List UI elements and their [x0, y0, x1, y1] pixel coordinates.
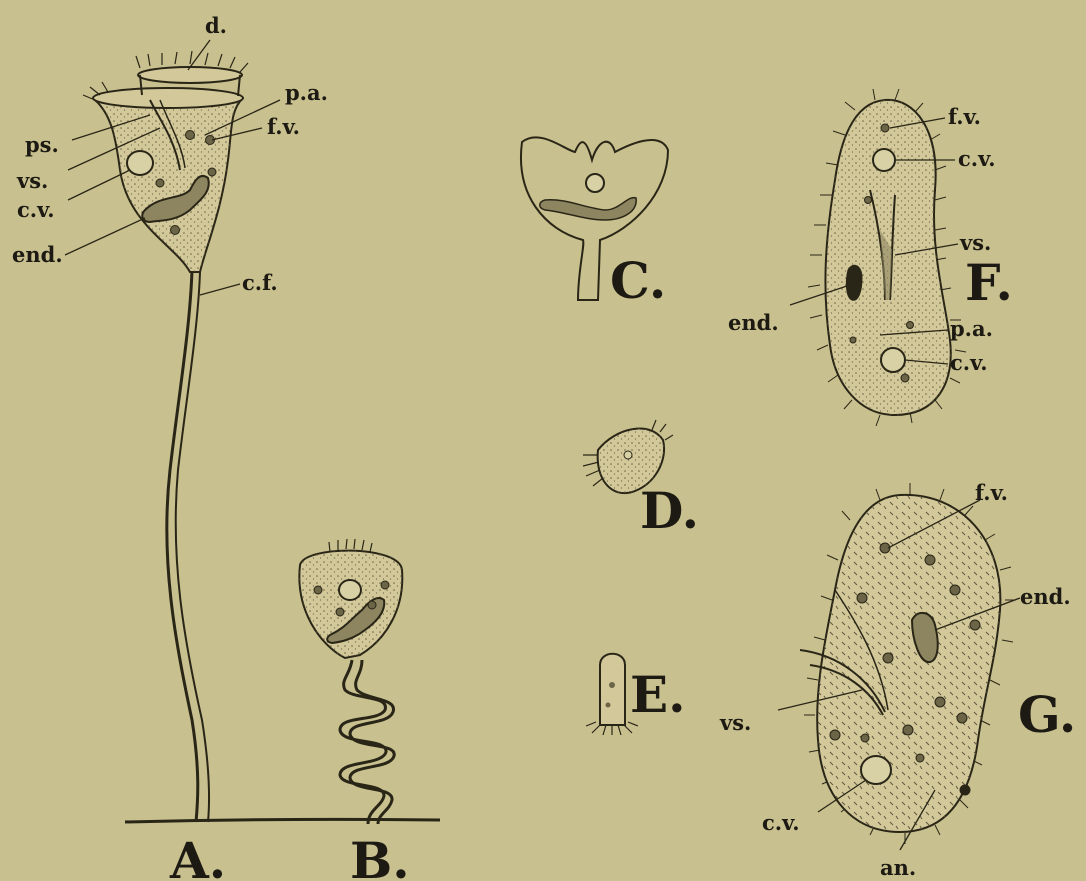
figure-e-bud: E. — [586, 654, 686, 735]
label-g-endoplast: end. — [1020, 584, 1071, 609]
figure-letter-d: D. — [640, 481, 699, 540]
label-a-endoplast: end. — [12, 242, 63, 267]
label-f-contractile-vacuole-2: c.v. — [950, 350, 988, 375]
contractile-vacuole-f2 — [881, 348, 905, 372]
disc — [138, 67, 242, 83]
endoplast-f — [846, 265, 862, 300]
label-f-food-vacuole: f.v. — [948, 104, 981, 129]
food-vacuole — [881, 124, 889, 132]
contractile-vacuole-c — [586, 174, 604, 192]
contractile-vacuole-f1 — [873, 149, 895, 171]
label-a-disc: d. — [205, 13, 227, 38]
figure-letter-g: G. — [1018, 685, 1076, 744]
label-f-contractile-vacuole-1: c.v. — [958, 146, 996, 171]
label-f-vestibule: vs. — [959, 230, 991, 255]
contractile-vacuole-a — [127, 151, 153, 175]
figure-letter-e: E. — [630, 665, 686, 724]
label-g-contractile-vacuole: c.v. — [762, 810, 800, 835]
label-g-food-vacuole: f.v. — [975, 480, 1008, 505]
label-a-vestibule: vs. — [16, 168, 48, 193]
figure-letter-f: F. — [965, 253, 1013, 312]
label-f-endoplast: end. — [728, 310, 779, 335]
figure-letter-b: B. — [350, 831, 410, 881]
figure-letter-a: A. — [169, 831, 226, 881]
label-a-food-vacuole: f.v. — [267, 114, 300, 139]
peristome-rim — [93, 88, 243, 108]
cell-body-e — [600, 654, 625, 725]
label-a-contractile-fibre: c.f. — [242, 270, 278, 295]
contractile-vacuole-b — [339, 580, 361, 600]
label-a-pharynx: p.a. — [285, 80, 328, 105]
label-g-vestibule: vs. — [719, 710, 751, 735]
figure-letter-c: C. — [610, 251, 666, 310]
label-a-peristome: ps. — [25, 132, 59, 157]
label-f-pharynx: p.a. — [950, 316, 993, 341]
food-vacuole — [186, 131, 195, 140]
label-g-anus: an. — [880, 855, 916, 880]
label-a-contractile-vacuole: c.v. — [17, 197, 55, 222]
